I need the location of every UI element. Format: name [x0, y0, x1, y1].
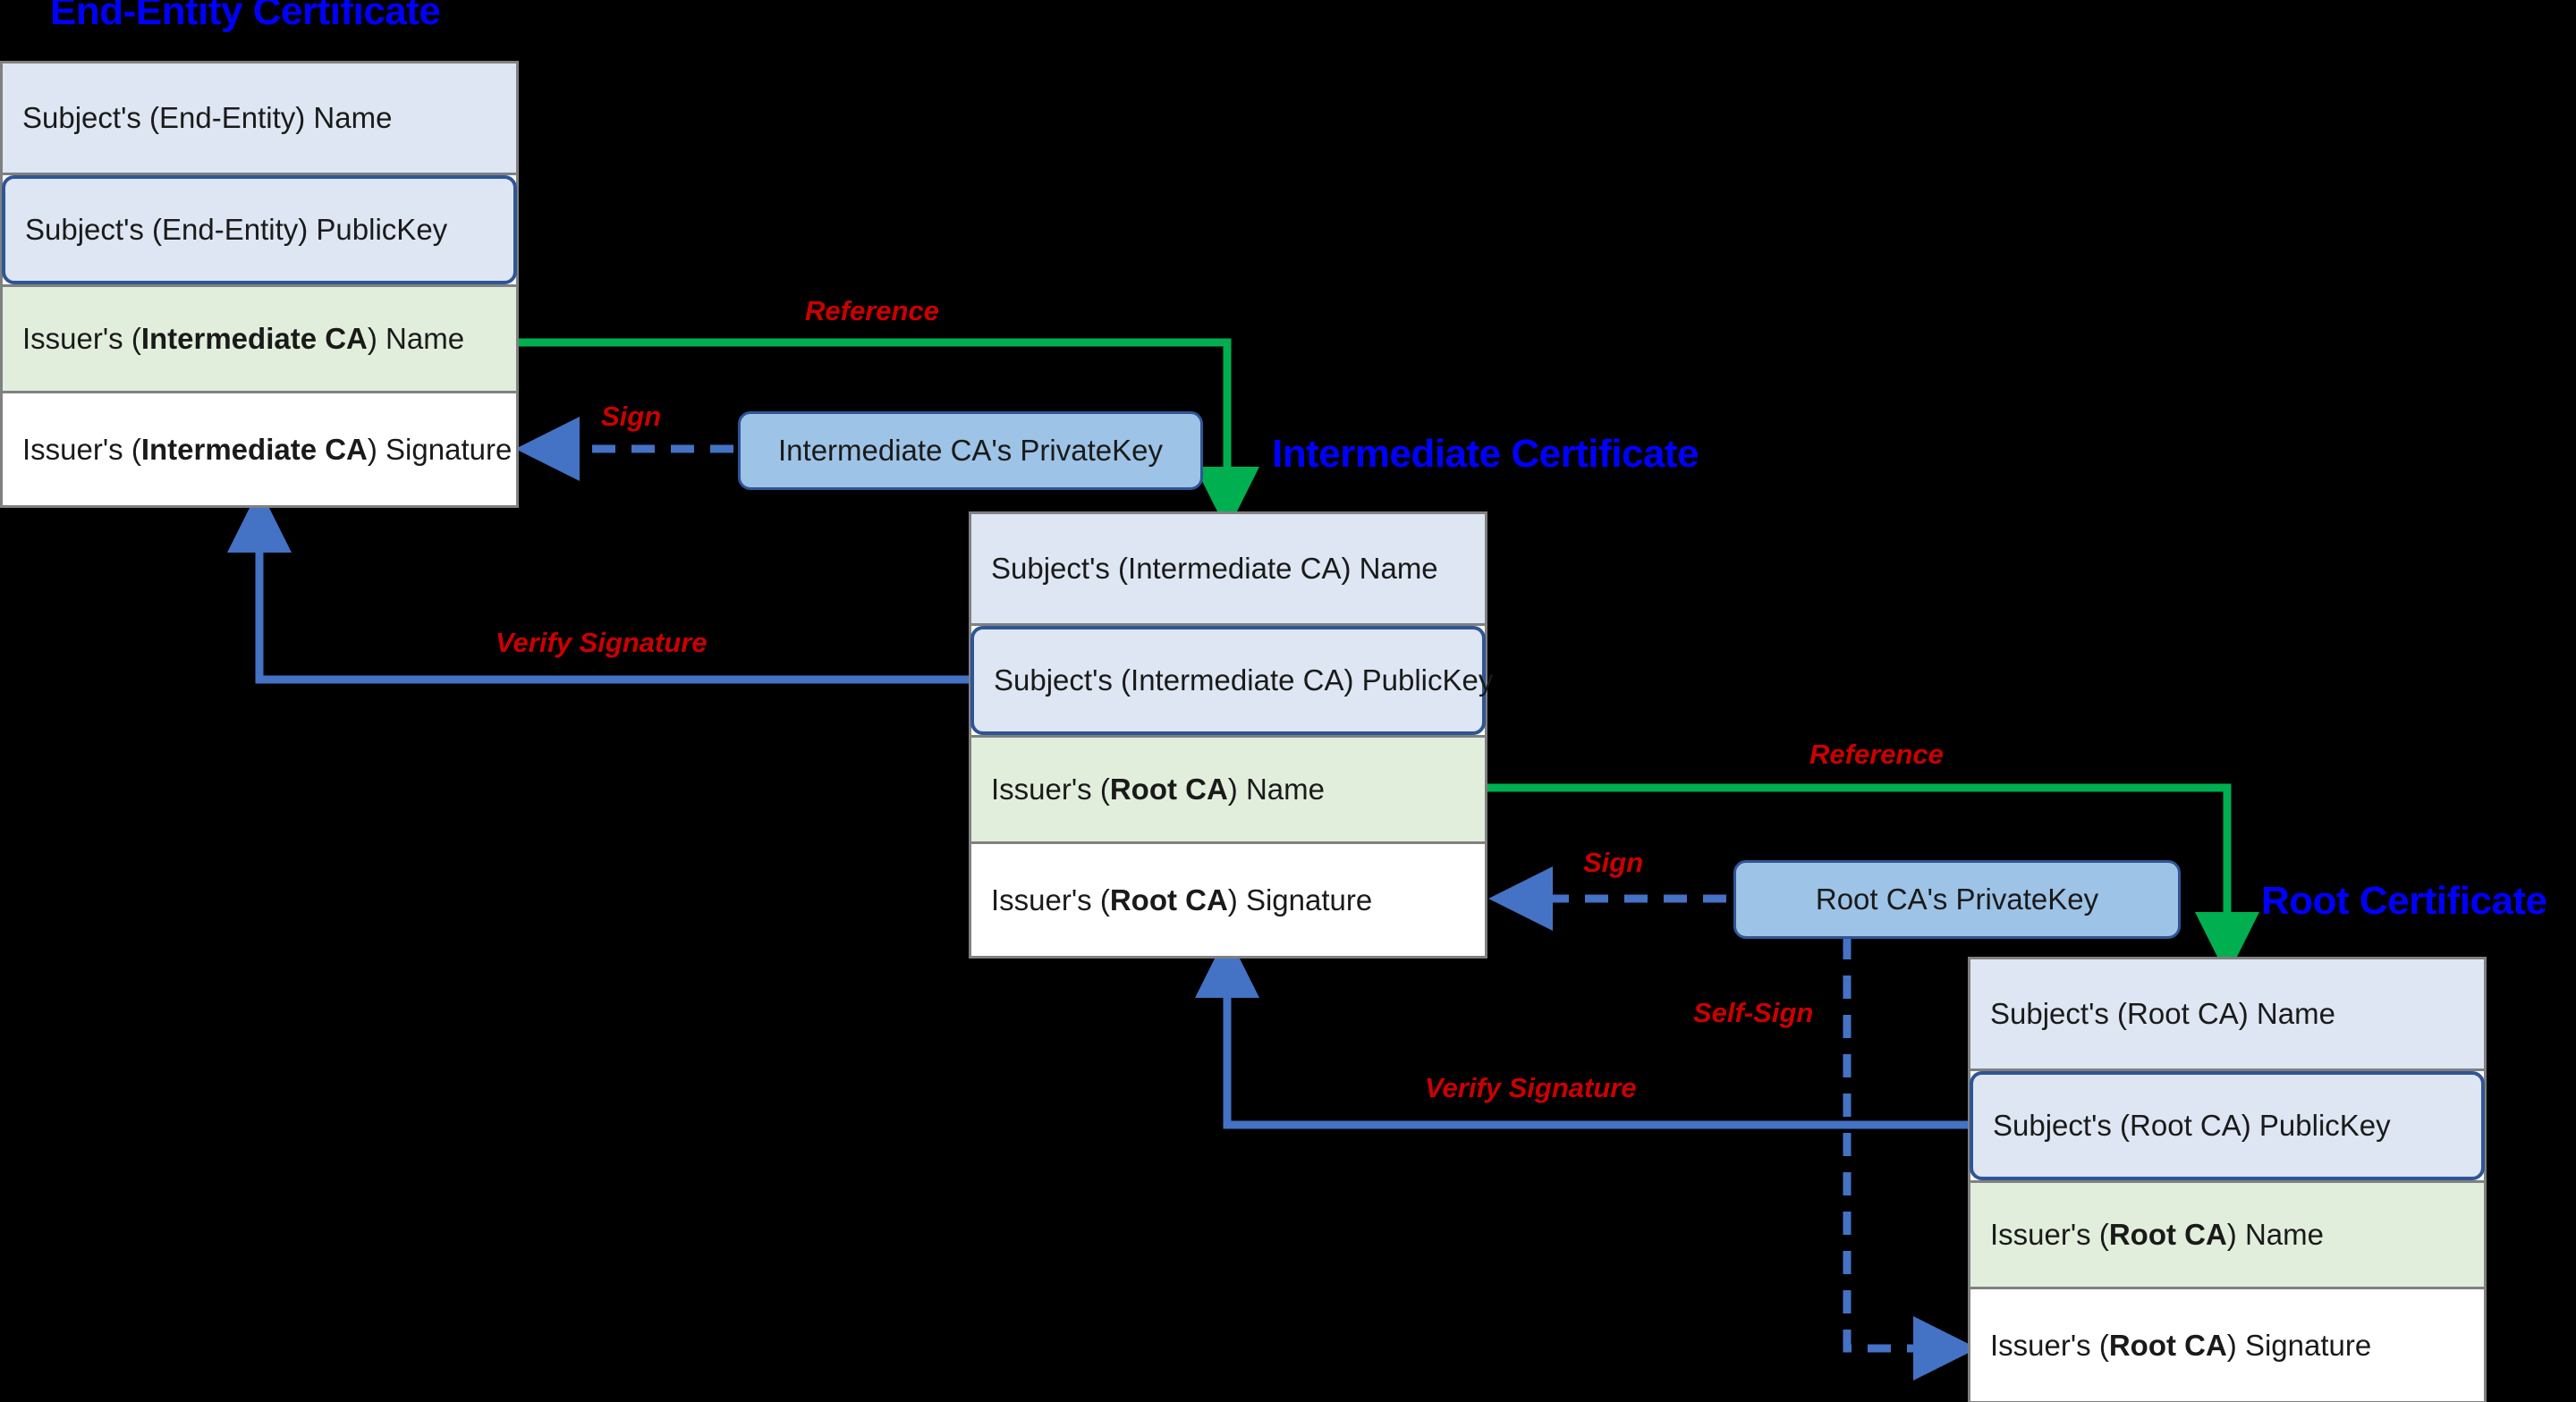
root-ca-privatekey-label: Root CA's PrivateKey: [1815, 883, 2099, 916]
end-entity-certificate-title: End-Entity Certificate: [50, 0, 441, 33]
end-entity-issuer-signature-label: Issuer's (Intermediate CA) Signature: [22, 432, 513, 466]
root-issuer-signature-row: Issuer's (Root CA) Signature: [1970, 1289, 2484, 1401]
intermediate-certificate-title: Intermediate Certificate: [1272, 432, 1699, 476]
end-entity-subject-publickey-label: Subject's (End-Entity) PublicKey: [25, 213, 448, 246]
root-ca-privatekey-box: Root CA's PrivateKey: [1733, 860, 2181, 939]
intermediate-issuer-name-row: Issuer's (Root CA) Name: [971, 735, 1485, 844]
root-certificate-title: Root Certificate: [2261, 879, 2547, 923]
root-subject-publickey-label: Subject's (Root CA) PublicKey: [1993, 1109, 2391, 1142]
end-entity-certificate-box: Subject's (End-Entity) Name Subject's (E…: [0, 61, 519, 508]
root-subject-publickey-row: Subject's (Root CA) PublicKey: [1970, 1071, 2485, 1180]
root-subject-name-label: Subject's (Root CA) Name: [1990, 997, 2335, 1030]
intermediate-subject-publickey-row: Subject's (Intermediate CA) PublicKey: [970, 626, 1493, 735]
root-issuer-name-row: Issuer's (Root CA) Name: [1970, 1180, 2484, 1289]
edge-label-reference-root: Reference: [1809, 739, 1944, 770]
edge-label-verify-intermediate: Verify Signature: [1425, 1072, 1637, 1103]
intermediate-subject-publickey-label: Subject's (Intermediate CA) PublicKey: [994, 663, 1494, 697]
intermediate-subject-name-row: Subject's (Intermediate CA) Name: [971, 514, 1485, 626]
edge-label-verify-end-entity: Verify Signature: [496, 627, 708, 658]
end-entity-subject-name-row: Subject's (End-Entity) Name: [3, 63, 516, 175]
intermediate-issuer-signature-row: Issuer's (Root CA) Signature: [971, 844, 1485, 956]
intermediate-ca-privatekey-box: Intermediate CA's PrivateKey: [738, 411, 1203, 490]
end-entity-subject-publickey-row: Subject's (End-Entity) PublicKey: [2, 175, 517, 284]
end-entity-issuer-signature-row: Issuer's (Intermediate CA) Signature: [3, 393, 516, 505]
root-subject-name-row: Subject's (Root CA) Name: [1970, 959, 2484, 1071]
edge-label-self-sign-root: Self-Sign: [1693, 997, 1814, 1028]
edge-label-sign-end-entity: Sign: [601, 401, 662, 432]
root-issuer-name-label: Issuer's (Root CA) Name: [1990, 1218, 2324, 1251]
end-entity-subject-name-label: Subject's (End-Entity) Name: [22, 101, 393, 134]
root-certificate-box: Subject's (Root CA) Name Subject's (Root…: [1968, 957, 2487, 1402]
intermediate-ca-privatekey-label: Intermediate CA's PrivateKey: [778, 434, 1163, 467]
edge-self-sign-root: [1843, 936, 1978, 1381]
edge-label-sign-intermediate: Sign: [1583, 847, 1644, 878]
edge-label-reference-intermediate: Reference: [805, 295, 939, 326]
intermediate-issuer-name-label: Issuer's (Root CA) Name: [991, 773, 1325, 806]
intermediate-certificate-box: Subject's (Intermediate CA) Name Subject…: [969, 511, 1493, 959]
intermediate-subject-name-label: Subject's (Intermediate CA) Name: [991, 552, 1438, 585]
end-entity-issuer-name-label: Issuer's (Intermediate CA) Name: [22, 322, 465, 355]
root-issuer-signature-label: Issuer's (Root CA) Signature: [1990, 1328, 2372, 1362]
intermediate-issuer-signature-label: Issuer's (Root CA) Signature: [991, 883, 1373, 916]
end-entity-issuer-name-row: Issuer's (Intermediate CA) Name: [3, 284, 516, 393]
